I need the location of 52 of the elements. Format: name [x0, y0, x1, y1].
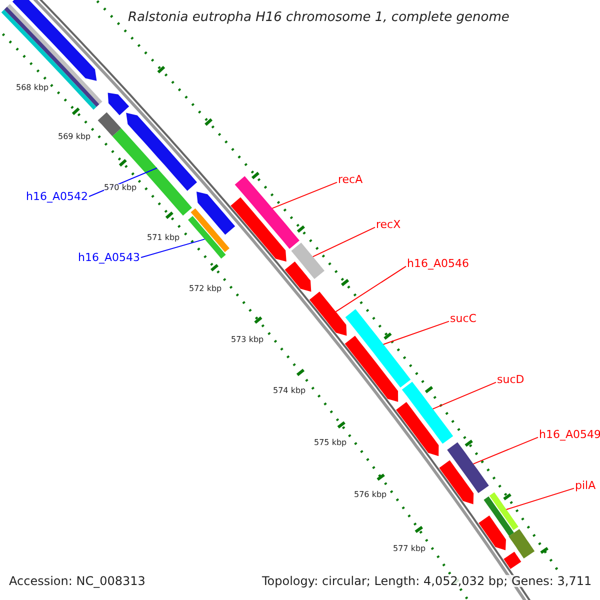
scale-label: 575 kbp [314, 439, 347, 447]
gene-label: recX [376, 219, 401, 230]
gene-block [190, 208, 230, 252]
scale-label: 571 kbp [147, 234, 180, 242]
leader-line [472, 436, 538, 464]
leader-line [140, 238, 206, 258]
gene-label: pilA [575, 480, 596, 491]
scale-label: 572 kbp [189, 285, 222, 293]
gene-block [234, 176, 300, 249]
leader-line [312, 226, 376, 258]
gene-block [447, 442, 489, 494]
gene-label: sucD [497, 374, 524, 385]
gene-block [98, 112, 122, 136]
gene-label: h16_A0546 [407, 258, 469, 269]
gene-block [504, 552, 522, 569]
leader-line [382, 320, 450, 345]
gene-block [284, 262, 312, 292]
gene-block [188, 216, 226, 259]
leader-line [335, 266, 406, 312]
gene-block [396, 402, 439, 456]
gene-block [309, 292, 347, 336]
gene-block [345, 309, 411, 388]
gene-block [402, 382, 454, 444]
gene-block [12, 0, 97, 81]
leader-line [272, 182, 338, 209]
gene-block [508, 529, 535, 558]
leader-line [506, 488, 574, 510]
gene-block [108, 92, 130, 116]
scale-label: 573 kbp [231, 336, 264, 344]
gene-block [439, 460, 474, 504]
gene-block [344, 336, 398, 402]
accession-text: Accession: NC_008313 [9, 575, 146, 587]
diagram-title: Ralstonia eutropha H16 chromosome 1, complete genome [128, 11, 510, 24]
gene-block [478, 516, 506, 550]
gene-label: recA [338, 174, 363, 185]
scale-label: 570 kbp [104, 184, 137, 192]
scale-label: 574 kbp [273, 387, 306, 395]
gene-block [489, 492, 518, 530]
genome-info-text: Topology: circular; Length: 4,052,032 bp; Genes: 3,711 [262, 575, 592, 587]
leader-line [432, 382, 496, 410]
gene-block [484, 496, 514, 536]
gene-label: h16_A0549 [539, 429, 600, 440]
gene-label: h16_A0542 [26, 191, 88, 202]
gene-block [230, 197, 286, 262]
scale-label: 576 kbp [354, 491, 387, 499]
scale-label: 568 kbp [16, 84, 49, 92]
gene-label: h16_A0543 [78, 252, 140, 263]
scale-label: 577 kbp [393, 545, 426, 553]
gene-block [291, 242, 324, 279]
gene-block [196, 192, 236, 235]
scale-label: 569 kbp [58, 133, 91, 141]
gene-label: sucC [450, 313, 476, 324]
